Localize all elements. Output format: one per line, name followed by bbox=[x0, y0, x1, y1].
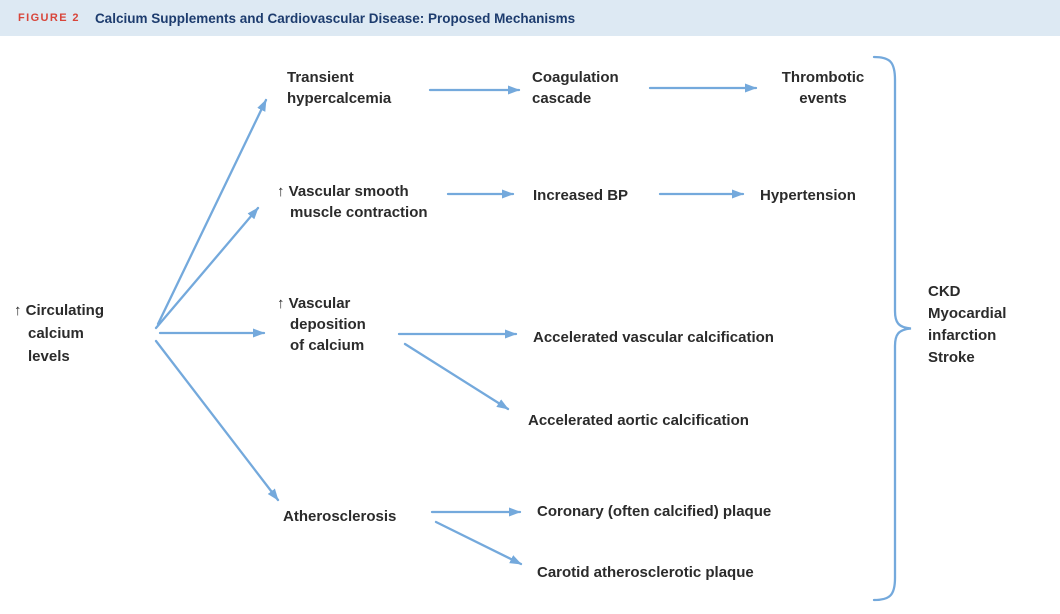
node-carotid-plaque: Carotid atherosclerotic plaque bbox=[537, 564, 754, 581]
arrow-atherosclerosis-to-carotid-plaque bbox=[434, 520, 523, 566]
node-coronary-plaque: Coronary (often calcified) plaque bbox=[537, 503, 772, 520]
node-atherosclerosis: Atherosclerosis bbox=[283, 508, 397, 525]
arrow-deposition-to-aortic-calcification bbox=[403, 342, 510, 411]
figure-header: FIGURE 2 Calcium Supplements and Cardiov… bbox=[0, 0, 1060, 36]
figure-title: Calcium Supplements and Cardiovascular D… bbox=[94, 10, 576, 26]
arrow-source-to-vascular-smooth-muscle bbox=[154, 206, 260, 330]
arrow-source-to-atherosclerosis bbox=[154, 339, 280, 502]
node-vascular-deposition-of-calcium: ↑ Vascular deposition of calcium bbox=[277, 295, 366, 354]
node-coagulation-cascade: Coagulation cascade bbox=[532, 69, 619, 107]
node-transient-hypercalcemia: Transient hypercalcemia bbox=[287, 69, 392, 107]
node-circulating-calcium-levels: ↑ Circulating calcium levels bbox=[14, 302, 105, 365]
outcomes-brace bbox=[872, 55, 912, 602]
arrow-source-to-transient-hypercalcemia bbox=[156, 98, 268, 326]
node-vascular-smooth-muscle-contraction: ↑ Vascular smooth muscle contraction bbox=[277, 183, 428, 221]
node-hypertension: Hypertension bbox=[760, 187, 856, 204]
node-increased-bp: Increased BP bbox=[533, 187, 629, 204]
node-accelerated-aortic-calcification: Accelerated aortic calcification bbox=[528, 412, 749, 429]
node-thrombotic-events: Thrombotic events bbox=[781, 69, 865, 107]
node-accelerated-vascular-calcification: Accelerated vascular calcification bbox=[533, 329, 774, 346]
node-outcomes-ckd-mi-stroke: CKD Myocardial infarction Stroke bbox=[928, 283, 1007, 366]
figure-label: FIGURE 2 bbox=[18, 12, 80, 24]
